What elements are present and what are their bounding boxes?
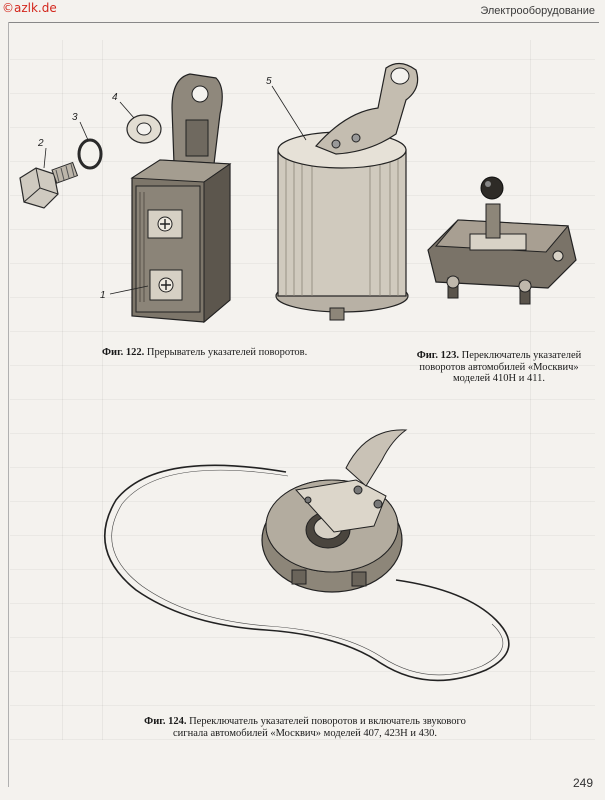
caption-figure-124: Фиг. 124. Переключатель указателей повор… <box>140 716 470 739</box>
callout-label-2: 2 <box>37 138 44 149</box>
figure-123-illustration <box>427 176 577 305</box>
caption-figure-122: Фиг. 122. Прерыватель указателей поворот… <box>102 347 402 359</box>
flat-washer-part <box>126 114 162 144</box>
flasher-relay-body <box>130 73 232 324</box>
section-title: Электрооборудование <box>480 5 595 17</box>
figure-124-illustration <box>103 429 510 682</box>
figure-number-123: Фиг. 123. <box>416 350 459 361</box>
header-divider <box>8 22 599 23</box>
callout-label-4: 4 <box>112 92 118 103</box>
caption-figure-123: Фиг. 123. Переключатель указателей повор… <box>404 350 594 385</box>
figure-122-illustration: 2 3 4 1 5 <box>19 62 419 324</box>
callout-label-3: 3 <box>72 112 78 123</box>
caption-text-122: Прерыватель указателей поворотов. <box>146 347 308 358</box>
figure-number-122: Фиг. 122. <box>102 347 145 358</box>
figure-number-124: Фиг. 124. <box>144 716 187 727</box>
spring-washer-part <box>77 138 103 170</box>
callout-label-5: 5 <box>266 76 272 87</box>
cylindrical-flasher <box>275 62 419 321</box>
left-margin-line <box>8 22 9 787</box>
caption-text-123: Переключатель указателей поворотов автом… <box>419 350 582 384</box>
caption-text-124: Переключатель указателей поворотов и вкл… <box>173 716 466 739</box>
callout-label-1: 1 <box>100 290 106 301</box>
bolt-part <box>19 161 79 209</box>
watermark: ©azlk.de <box>2 1 57 15</box>
switch-assembly <box>261 429 408 593</box>
page-number: 249 <box>572 776 593 790</box>
